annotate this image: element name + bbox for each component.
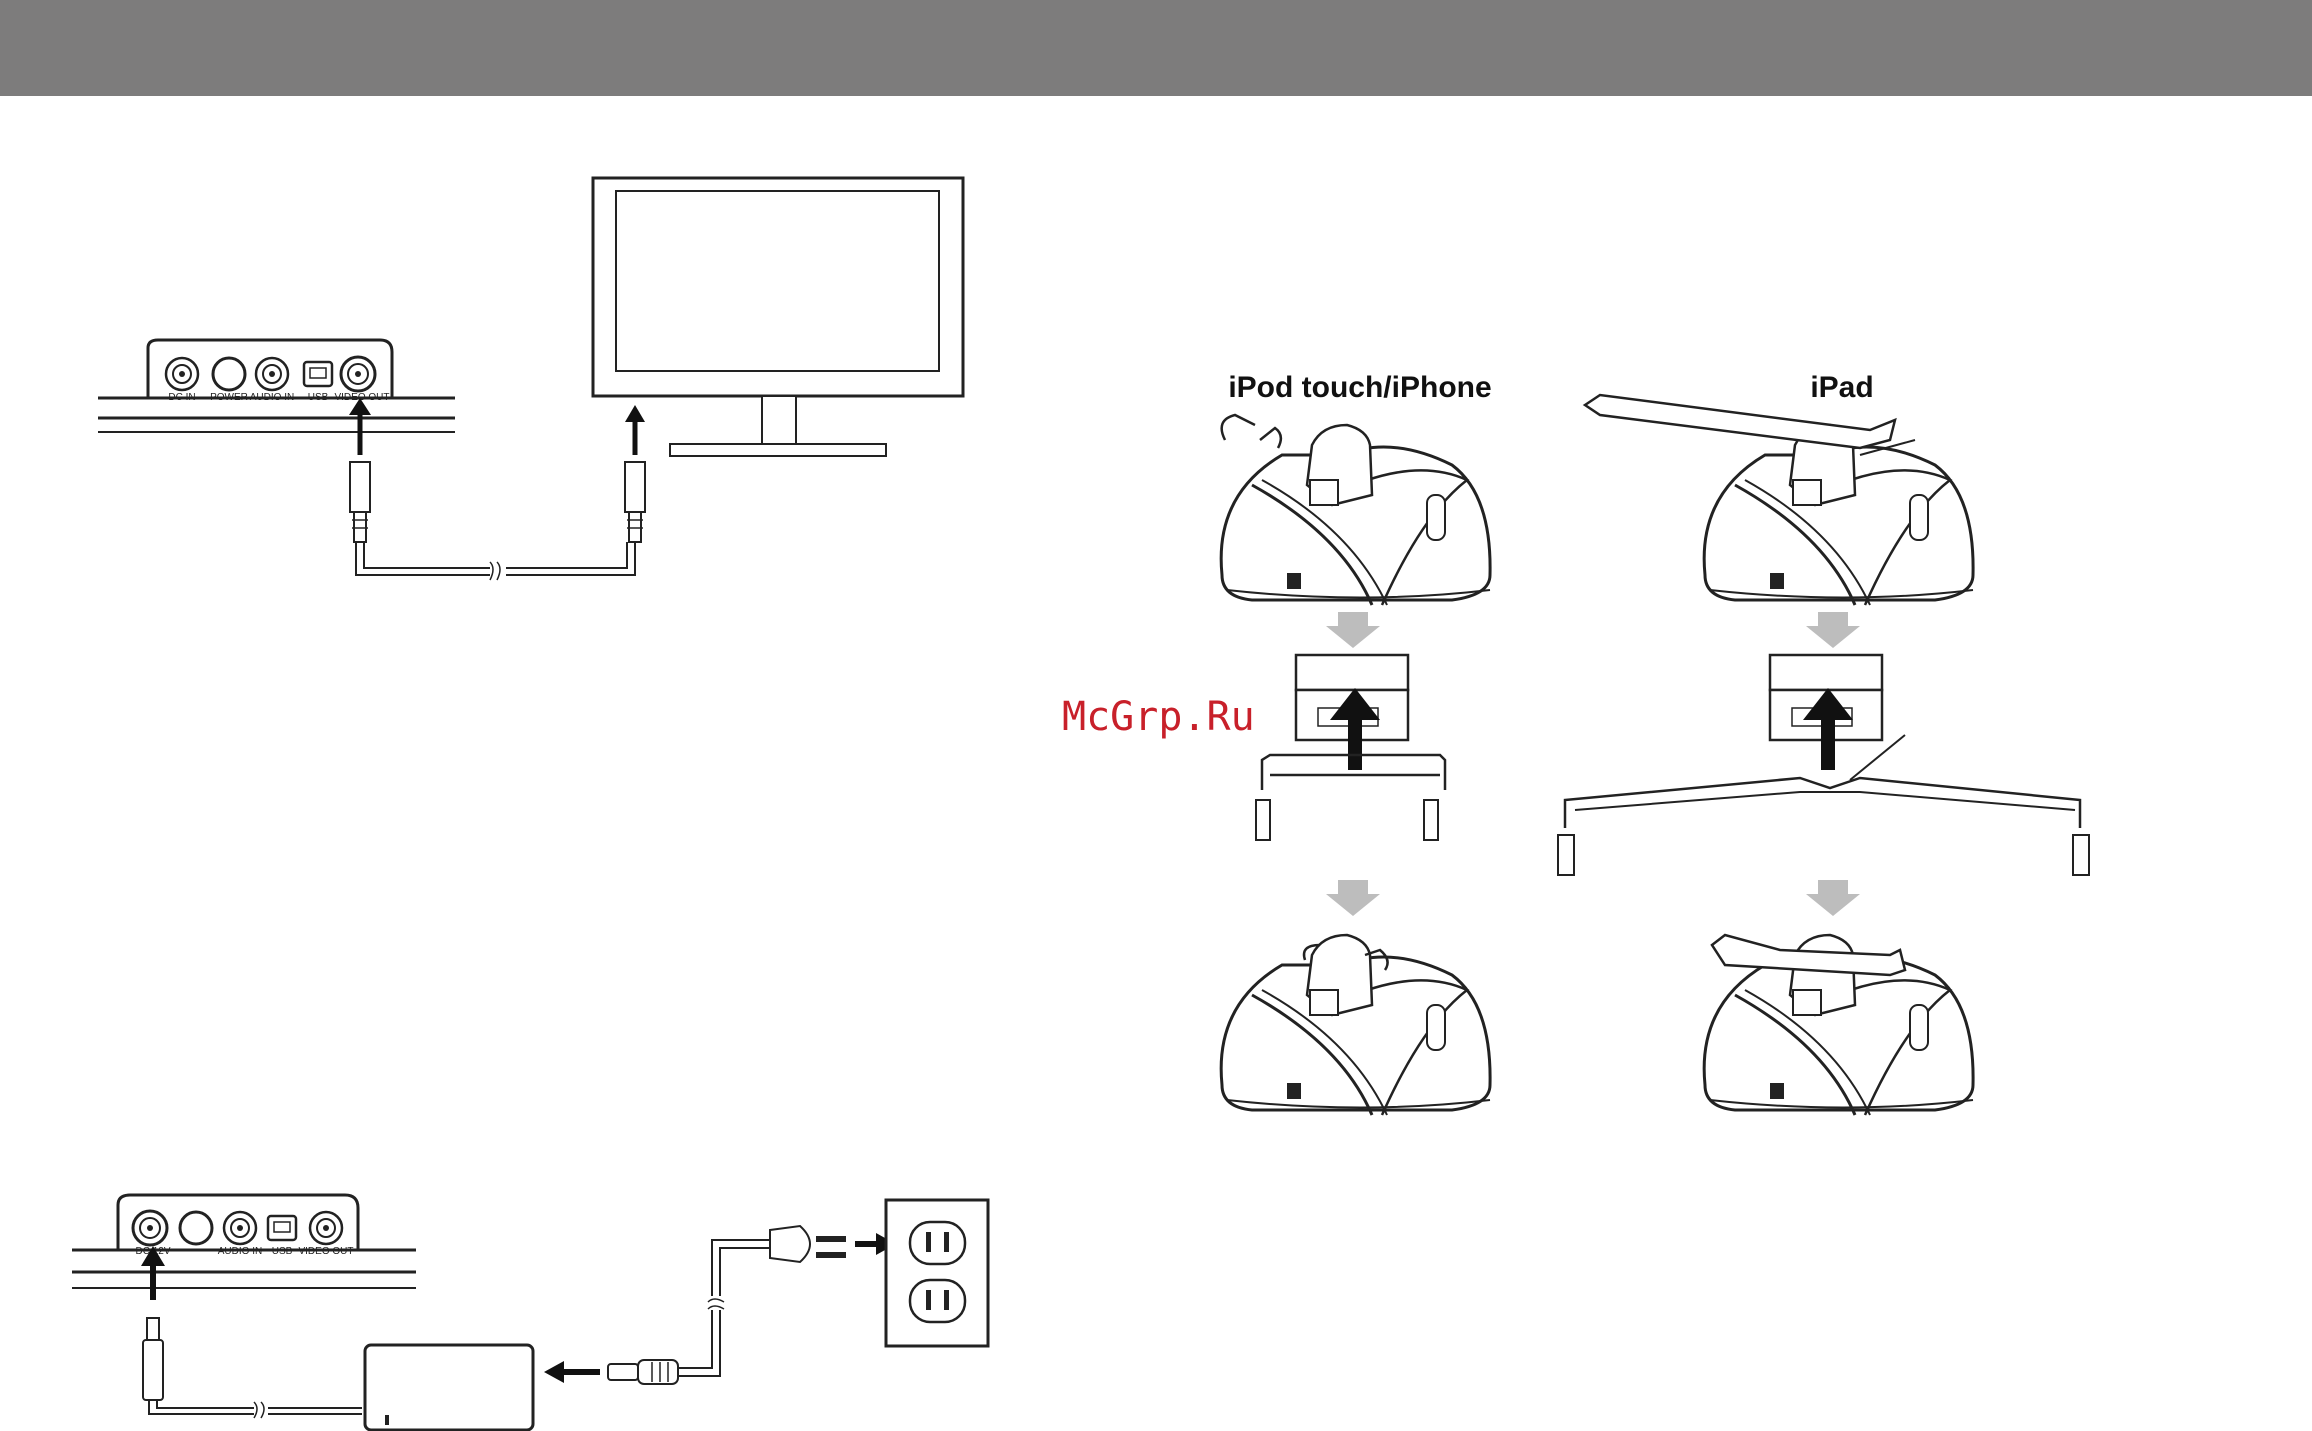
dock-adapter-right [1558, 655, 2089, 875]
arrow-up-icon [349, 398, 371, 455]
jack-label-dc-in: DC IN [168, 392, 195, 403]
dock-adapter-left [1256, 655, 1445, 840]
jack-label-usb: USB [272, 1246, 293, 1257]
jack-label-audio-in: AUDIO IN [218, 1246, 262, 1257]
jack-label-usb: USB [308, 392, 329, 403]
rear-panel-top: DC IN POWER AUDIO IN USB VIDEO OUT [98, 340, 455, 432]
tv-monitor [593, 178, 963, 456]
title-ipad: iPad [1810, 371, 1873, 404]
power-adapter [365, 1345, 533, 1430]
power-connection-diagram: DC 12V AUDIO IN USB VIDEO OUT [72, 1195, 988, 1430]
dock-left-top [1221, 415, 1490, 605]
dc-plug [143, 1318, 362, 1418]
gray-down-arrow-icon [1326, 880, 1380, 916]
wall-outlet [886, 1200, 988, 1346]
gray-down-arrow-icon [1806, 612, 1860, 648]
arrow-left-icon [544, 1361, 600, 1383]
title-ipod-touch-iphone: iPod touch/iPhone [1228, 371, 1491, 404]
jack-label-power: POWER [210, 392, 248, 403]
ac-cord [608, 1226, 846, 1384]
jack-label-video-out: VIDEO OUT [298, 1246, 353, 1257]
dock-right-bottom [1704, 935, 1973, 1115]
rear-panel-bottom: DC 12V AUDIO IN USB VIDEO OUT [72, 1195, 416, 1288]
video-cable [350, 462, 645, 580]
dock-right-top [1585, 395, 1973, 605]
gray-down-arrow-icon [1806, 880, 1860, 916]
dock-left-bottom [1221, 935, 1490, 1115]
tv-connection-diagram: DC IN POWER AUDIO IN USB VIDEO OUT [98, 178, 963, 580]
watermark-text: McGrp.Ru [1062, 694, 1255, 740]
arrow-up-icon [625, 405, 645, 455]
jack-label-audio-in: AUDIO IN [250, 392, 294, 403]
gray-down-arrow-icon [1326, 612, 1380, 648]
